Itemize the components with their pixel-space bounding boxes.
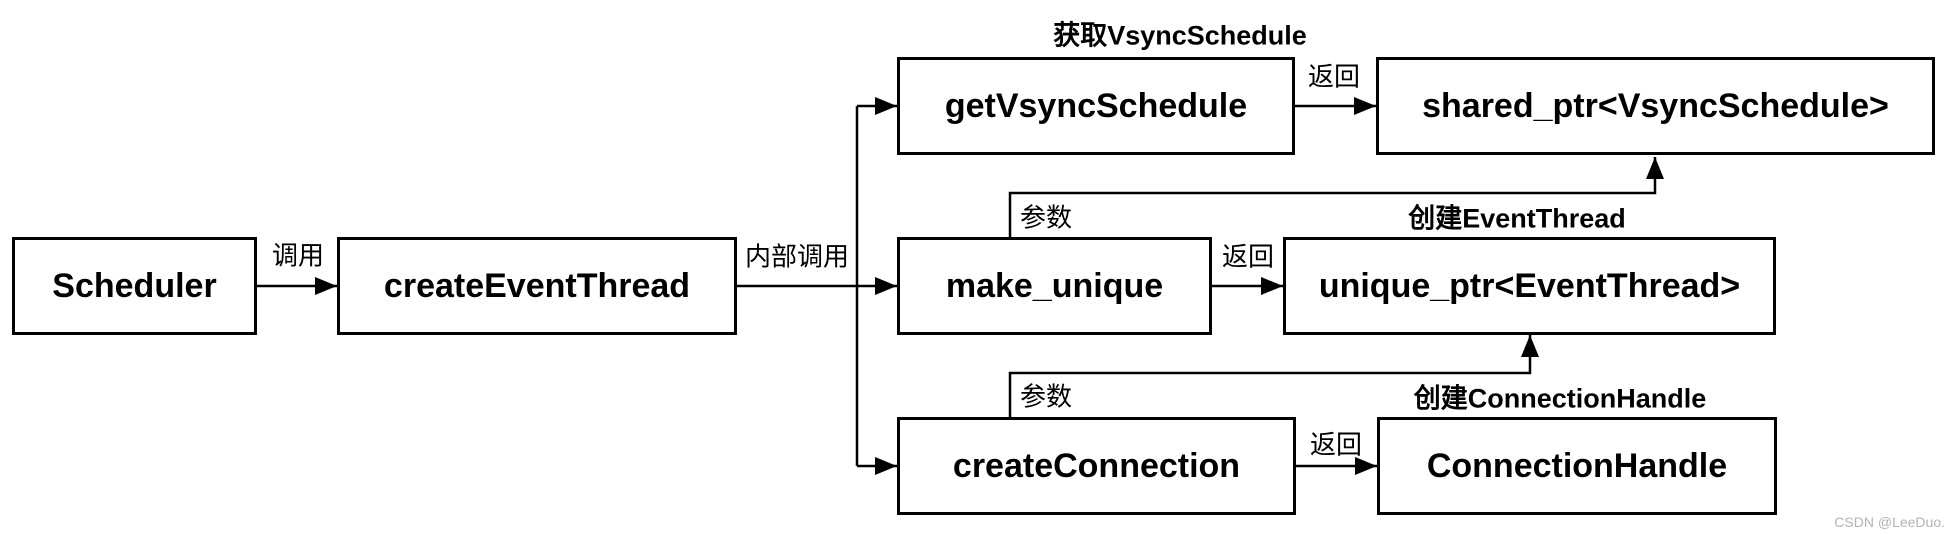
caption-create-eventthread: 创建EventThread (1408, 203, 1626, 234)
node-get-vsync-schedule: getVsyncSchedule (897, 57, 1295, 155)
node-create-connection: createConnection (897, 417, 1296, 515)
node-scheduler: Scheduler (12, 237, 257, 335)
edge-label-return-makeunique: 返回 (1221, 241, 1275, 272)
csdn-watermark: CSDN @LeeDuo. (1834, 514, 1945, 530)
edge-label-param-createconnection: 参数 (1019, 381, 1073, 412)
node-connection-handle: ConnectionHandle (1377, 417, 1777, 515)
edge-label-internal-call: 内部调用 (744, 241, 850, 272)
edge-label-call: 调用 (271, 240, 325, 271)
caption-create-connectionhandle: 创建ConnectionHandle (1413, 383, 1707, 414)
caption-get-vsyncschedule: 获取VsyncSchedule (1053, 20, 1307, 51)
node-unique-ptr-eventthread: unique_ptr<EventThread> (1283, 237, 1776, 335)
node-create-event-thread: createEventThread (337, 237, 737, 335)
node-shared-ptr-vsyncschedule: shared_ptr<VsyncSchedule> (1376, 57, 1935, 155)
edge-param-makeunique-to-sharedptr (1008, 157, 1664, 237)
edge-label-param-makeunique: 参数 (1019, 202, 1073, 233)
edge-param-createconnection-to-uniqueptr (1008, 335, 1539, 417)
edge-label-return-createconnection: 返回 (1309, 429, 1363, 460)
node-make-unique: make_unique (897, 237, 1212, 335)
edge-label-return-getvsyncschedule: 返回 (1307, 61, 1361, 92)
